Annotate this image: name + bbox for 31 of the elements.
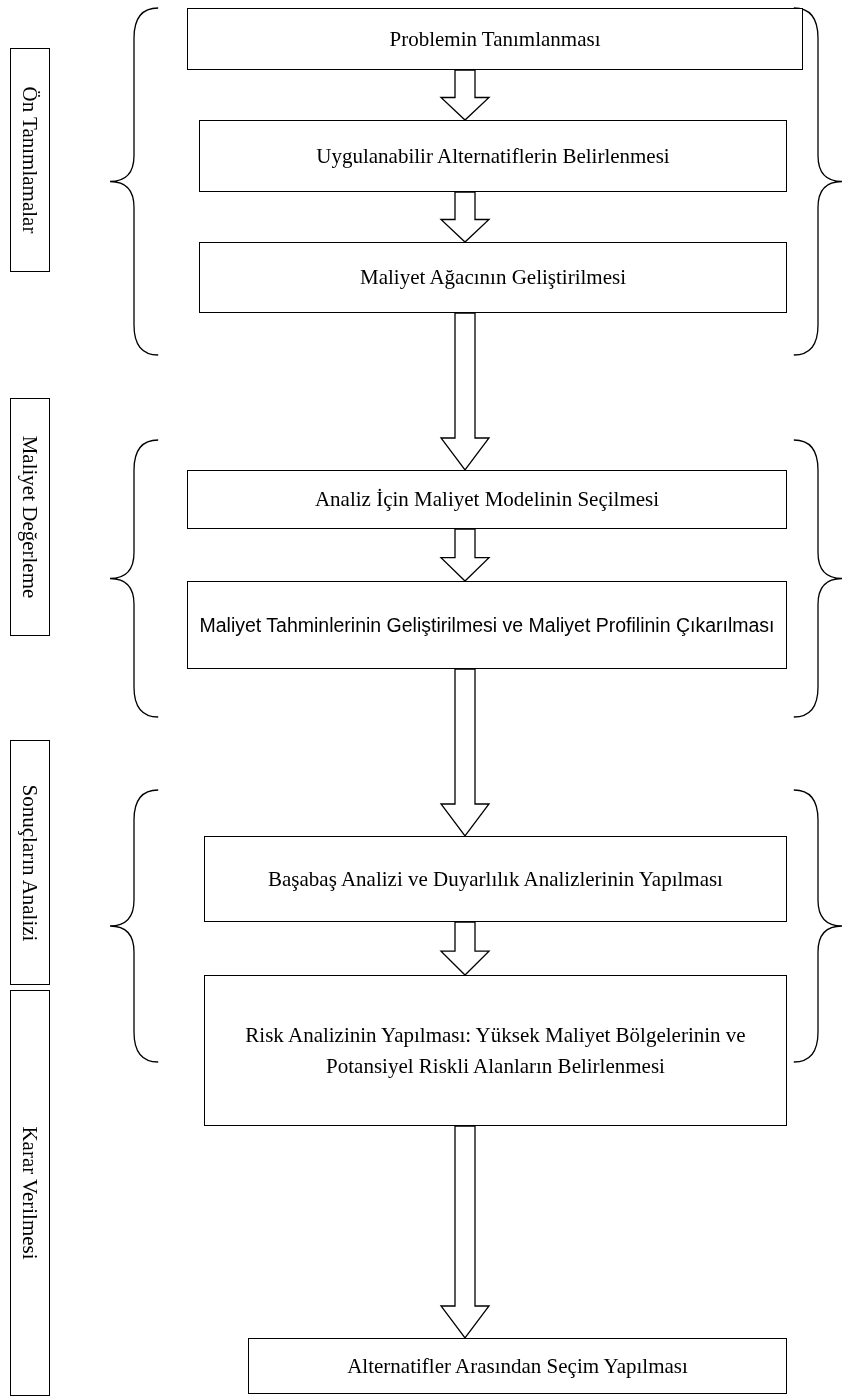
step-text: Maliyet Tahminlerinin Geliştirilmesi ve Maliyet Profilinin Çıkarılması [199,612,775,638]
block-arrow [439,69,491,121]
block-arrow [439,191,491,243]
phase-label-box [10,990,50,1396]
phase-label: Sonuçların Analizi [17,784,44,941]
process-box [187,8,803,70]
phase-label: Maliyet Değerleme [17,435,44,599]
phase-label-box [10,740,50,985]
phase-label-box [10,398,50,636]
block-arrow [439,312,491,472]
process-box [204,975,787,1126]
block-arrow [439,921,491,976]
block-arrow [439,668,491,838]
step-text: Maliyet Ağacının Geliştirilmesi [360,264,626,292]
process-box [199,242,787,313]
step-text: Başabaş Analizi ve Duyarlılık Analizlerinin Yapılması [268,865,723,893]
phase-label: Karar Verilmesi [17,1126,44,1260]
process-box [187,581,787,669]
phase-label-box [10,48,50,272]
step-text: Problemin Tanımlanması [389,25,601,53]
block-arrow [439,1125,491,1340]
step-text: Alternatifler Arasından Seçim Yapılması [347,1352,688,1380]
block-arrow [439,528,491,582]
process-box [204,836,787,922]
process-box [187,470,787,529]
process-box [248,1338,787,1394]
step-text: Risk Analizinin Yapılması: Yüksek Maliyet Bölgelerinin ve Potansiyel Riskli Alanların Belirlenmesi [244,1022,747,1080]
step-text: Analiz İçin Maliyet Modelinin Seçilmesi [314,486,660,514]
step-text: Uygulanabilir Alternatiflerin Belirlenmesi [316,142,670,170]
phase-label: Ön Tanımlamalar [17,86,44,234]
process-box [199,120,787,192]
